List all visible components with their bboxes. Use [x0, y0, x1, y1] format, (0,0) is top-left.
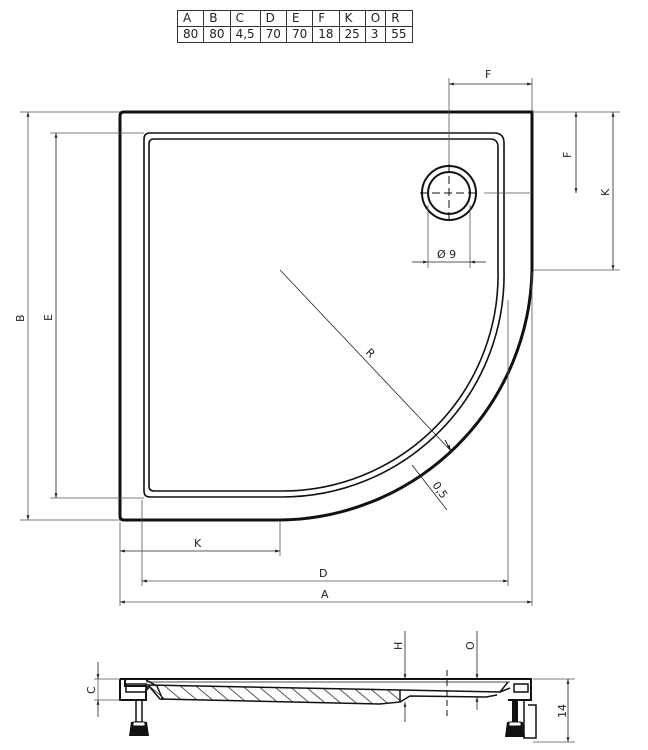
svg-text:H: H: [392, 642, 405, 650]
dimension-value-row: 80 80 4,5 70 70 18 25 3 55: [176, 26, 413, 43]
value-C: 4,5: [229, 26, 261, 43]
dimension-F-side: F: [534, 111, 620, 194]
dimension-table: A B C D E F K O R 80 80 4,5 70 70 18 25 …: [176, 10, 413, 43]
svg-text:R: R: [363, 346, 378, 361]
dimension-drain-diameter: Ø 9: [412, 205, 486, 268]
dimension-K-bottom: K: [119, 522, 281, 606]
value-E: 70: [285, 26, 314, 43]
section-view: [119, 670, 537, 739]
svg-text:D: D: [319, 567, 327, 580]
svg-text:B: B: [14, 314, 27, 322]
value-O: 3: [364, 26, 387, 43]
svg-text:F: F: [561, 152, 574, 158]
svg-text:Ø 9: Ø 9: [437, 248, 456, 261]
dimension-K-side: K: [534, 112, 620, 271]
svg-text:14: 14: [556, 704, 569, 718]
dimension-F-top: F: [449, 68, 533, 112]
dimension-A: A: [120, 272, 533, 606]
value-D: 70: [259, 26, 287, 43]
value-R: 55: [385, 26, 413, 43]
value-K: 25: [338, 26, 366, 43]
header-E: E: [285, 10, 314, 27]
dimension-C: C: [85, 662, 120, 717]
dimension-D: D: [141, 300, 509, 586]
dimension-R: R: [279, 269, 452, 452]
svg-text:O: O: [464, 641, 477, 650]
svg-text:K: K: [599, 188, 612, 196]
tray-outline: [118, 110, 534, 522]
right-foot-icon: [505, 700, 525, 737]
drain-icon: [420, 78, 530, 222]
svg-text:A: A: [321, 588, 329, 601]
svg-text:0,5: 0,5: [430, 479, 451, 501]
value-B: 80: [203, 26, 231, 43]
svg-text:F: F: [485, 68, 491, 81]
svg-text:C: C: [85, 686, 98, 694]
value-F: 18: [312, 26, 340, 43]
left-foot-icon: [129, 699, 149, 736]
dimension-height-14: 14: [533, 678, 575, 743]
svg-text:K: K: [194, 537, 202, 550]
dimension-E: E: [42, 132, 144, 499]
dimension-H: H: [392, 631, 407, 722]
dimension-B: B: [14, 111, 120, 521]
svg-text:E: E: [42, 314, 55, 321]
dimension-O: O: [464, 631, 479, 710]
dimension-header-row: A B C D E F K O R: [176, 10, 413, 27]
